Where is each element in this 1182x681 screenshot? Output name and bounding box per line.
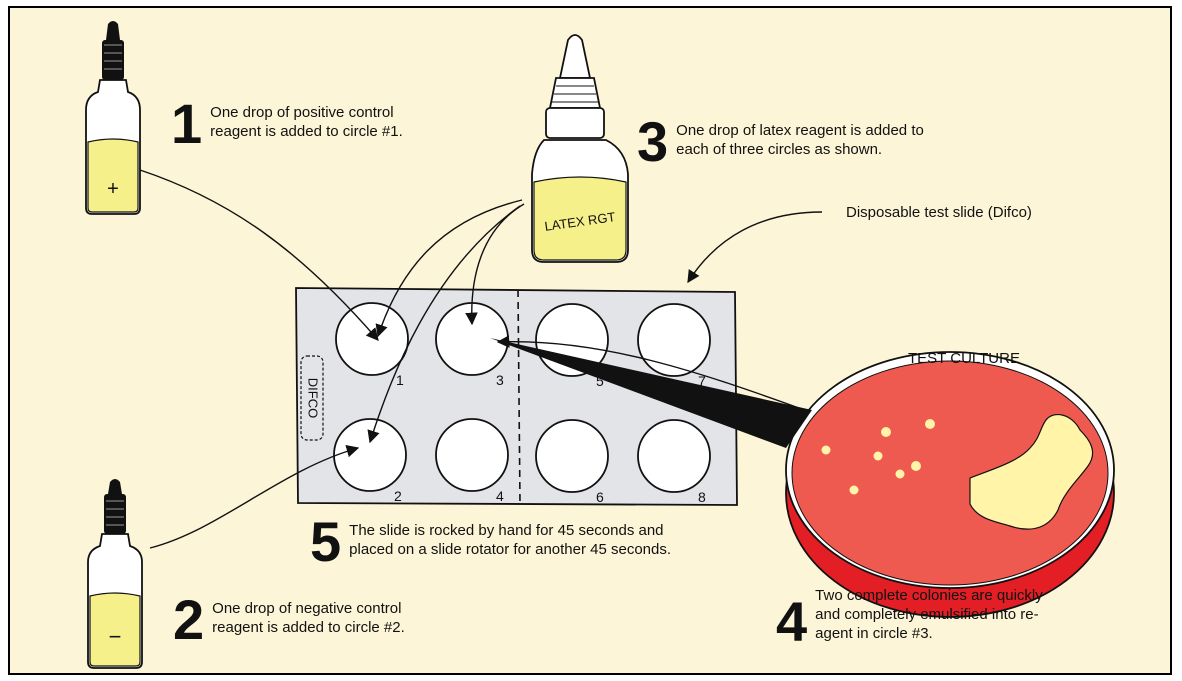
slide-circle-1 (336, 303, 408, 375)
colony (822, 446, 831, 455)
step-2: 2 One drop of negative control reagent i… (173, 594, 405, 646)
slide-brand: DIFCO (306, 378, 321, 418)
petri-dish (786, 352, 1114, 617)
slide-label: Disposable test slide (Difco) (846, 204, 1032, 221)
slide-circle-7 (638, 304, 710, 376)
step-3-line-1: One drop of latex reagent is added to (676, 121, 924, 140)
step-1-number: 1 (171, 98, 202, 150)
step-4-line-3: agent in circle #3. (815, 624, 1043, 643)
step-2-line-1: One drop of negative control (212, 599, 405, 618)
colony (881, 427, 891, 437)
colony (896, 470, 905, 479)
step-4-number: 4 (776, 596, 807, 648)
circle-number-3: 3 (496, 372, 504, 388)
colony (874, 452, 883, 461)
step-1-line-1: One drop of positive control (210, 103, 403, 122)
step-3: 3 One drop of latex reagent is added to … (637, 116, 924, 168)
arrow-label-to-slide (688, 212, 822, 282)
step-3-number: 3 (637, 116, 668, 168)
circle-number-4: 4 (496, 488, 504, 504)
step-4-text: Two complete colonies are quickly and co… (815, 586, 1043, 643)
step-3-line-2: each of three circles as shown. (676, 140, 924, 159)
step-5-number: 5 (310, 516, 341, 568)
step-2-text: One drop of negative control reagent is … (212, 599, 405, 637)
colony (925, 419, 935, 429)
positive-sign: + (107, 178, 119, 200)
negative-control-bottle: − (88, 479, 142, 668)
positive-reagent-liquid (88, 139, 138, 212)
negative-sign: − (109, 624, 122, 649)
step-2-line-2: reagent is added to circle #2. (212, 618, 405, 637)
step-5-text: The slide is rocked by hand for 45 secon… (349, 521, 671, 559)
step-1-text: One drop of positive control reagent is … (210, 103, 403, 141)
step-5-line-1: The slide is rocked by hand for 45 secon… (349, 521, 671, 540)
slide-circle-6 (536, 420, 608, 492)
step-4-line-2: and completely emulsified into re- (815, 605, 1043, 624)
positive-control-bottle: + (86, 21, 140, 214)
circle-number-1: 1 (396, 372, 404, 388)
circle-number-8: 8 (698, 489, 706, 505)
latex-reagent-bottle: LATEX RGT (532, 35, 628, 262)
step-1: 1 One drop of positive control reagent i… (171, 98, 403, 150)
step-4-line-1: Two complete colonies are quickly (815, 586, 1043, 605)
slide-circle-8 (638, 420, 710, 492)
step-5: 5 The slide is rocked by hand for 45 sec… (310, 516, 671, 568)
step-4: 4 Two complete colonies are quickly and … (776, 586, 1043, 648)
colony (850, 486, 859, 495)
slide-circle-4 (436, 419, 508, 491)
step-1-line-2: reagent is added to circle #1. (210, 122, 403, 141)
colony (911, 461, 921, 471)
culture-label: TEST CULTURE (908, 350, 1020, 367)
step-2-number: 2 (173, 594, 204, 646)
step-5-line-2: placed on a slide rotator for another 45… (349, 540, 671, 559)
circle-number-2: 2 (394, 488, 402, 504)
circle-number-6: 6 (596, 489, 604, 505)
slide-circle-2 (334, 419, 406, 491)
step-3-text: One drop of latex reagent is added to ea… (676, 121, 924, 159)
